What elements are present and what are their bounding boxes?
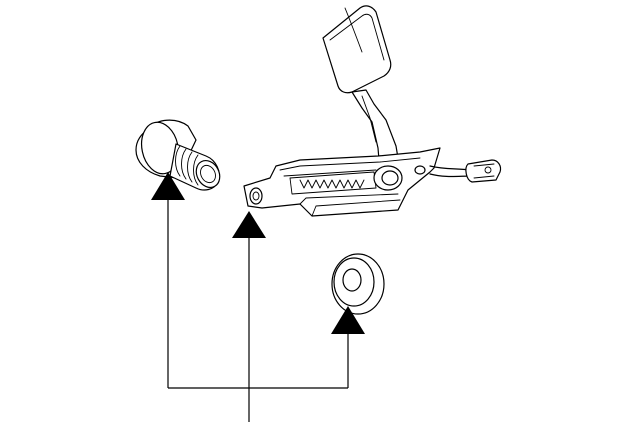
callout-arrow-bolt bbox=[151, 172, 185, 200]
callout-leaders bbox=[151, 172, 365, 422]
cap-icon bbox=[331, 253, 385, 315]
seat-belt-buckle-icon bbox=[243, 5, 502, 217]
bolt-icon bbox=[135, 119, 221, 191]
callout-arrow-buckle bbox=[232, 211, 266, 238]
callout-arrow-cap bbox=[331, 306, 365, 334]
